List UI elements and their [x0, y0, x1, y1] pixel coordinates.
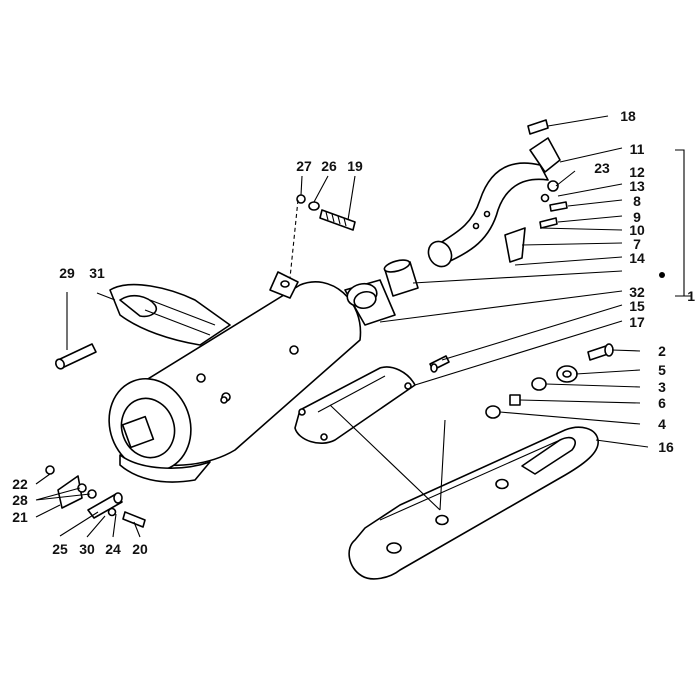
callout-17: 17: [629, 314, 645, 330]
damper-5: [556, 365, 578, 383]
heat-shield-cover: [348, 426, 599, 580]
sleeve-14: [383, 259, 419, 297]
stud-19: [319, 209, 356, 231]
callout-9: 9: [633, 209, 641, 225]
callout-10: 10: [629, 222, 645, 238]
nut-23: [540, 180, 559, 203]
bracket-21: [57, 475, 83, 509]
callout-6: 6: [658, 395, 666, 411]
callout-7: 7: [633, 236, 641, 252]
callout-18: 18: [620, 108, 636, 124]
washer-24: [107, 507, 117, 517]
gasket-18: [527, 119, 549, 135]
heat-shield-upper: [109, 283, 231, 346]
callout-19: 19: [347, 158, 363, 174]
callout-14: 14: [629, 250, 645, 266]
callout-labels: 18 11 23 12 13 8 9 10 7 14 32 1 15 17 2 …: [12, 108, 695, 557]
callout-11: 11: [630, 141, 645, 157]
callout-30: 30: [79, 541, 95, 557]
callout-8: 8: [633, 193, 641, 209]
callout-2: 2: [658, 343, 666, 359]
bolt-13: [549, 201, 568, 212]
callout-25: 25: [52, 541, 68, 557]
callout-31: 31: [89, 265, 105, 281]
exhaust-downpipe: [427, 137, 561, 268]
callout-13: 13: [629, 178, 645, 194]
muffler-bracket: [294, 366, 416, 444]
callout-16: 16: [658, 439, 674, 455]
callout-4: 4: [658, 416, 666, 432]
leader-lines: [35, 115, 692, 538]
callout-24: 24: [105, 541, 121, 557]
rubber-4: [485, 405, 501, 419]
nut-22: [45, 465, 55, 475]
washer-3: [531, 377, 547, 391]
callout-32: 32: [629, 284, 645, 300]
callout-5: 5: [658, 362, 666, 378]
bolt-2: [587, 343, 614, 361]
callout-27: 27: [296, 158, 312, 174]
callout-29: 29: [59, 265, 75, 281]
callout-26: 26: [321, 158, 337, 174]
callout-22: 22: [12, 476, 28, 492]
bolt-20: [122, 511, 146, 528]
callout-12: 12: [629, 164, 645, 180]
muffler-body: [108, 271, 362, 483]
washer-28: [77, 483, 97, 499]
callout-21: 21: [12, 509, 28, 525]
bolt-8: [539, 217, 558, 229]
spacer-6: [509, 394, 521, 406]
pin-29: [55, 343, 97, 370]
callout-1: 1: [687, 288, 695, 304]
callout-20: 20: [132, 541, 148, 557]
washer-26: [308, 201, 320, 211]
callout-23: 23: [594, 160, 610, 176]
callout-28: 28: [12, 492, 28, 508]
outlet-pipe-clamp: [344, 279, 396, 326]
clamp-bracket-10: [504, 227, 526, 263]
callout-15: 15: [629, 298, 645, 314]
callout-3: 3: [658, 379, 666, 395]
